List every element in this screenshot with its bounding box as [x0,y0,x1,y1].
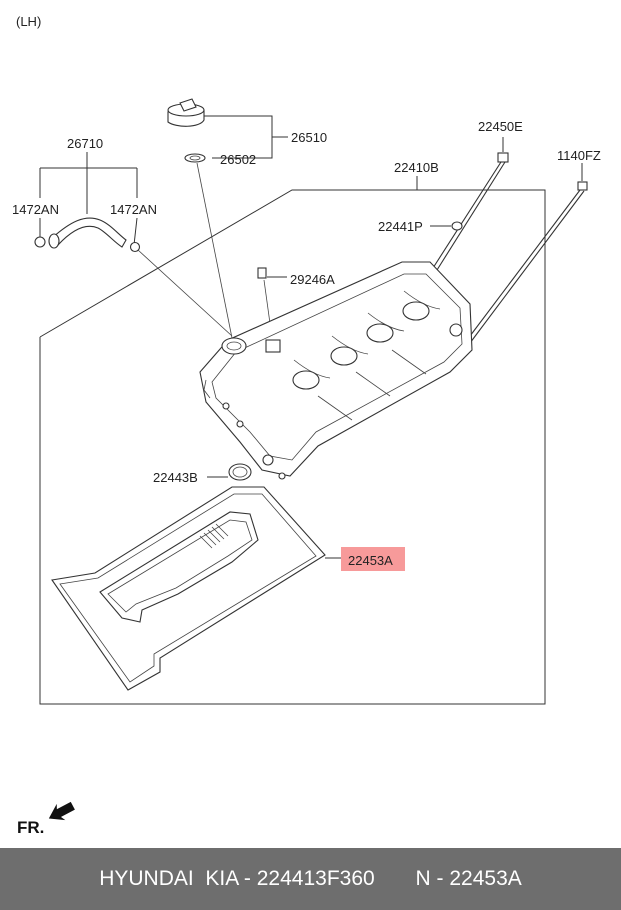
seal-22443b [207,463,252,481]
oil-filler-cap [167,98,233,339]
label-26502: 26502 [220,152,256,167]
hose-clamp-left [34,236,46,248]
label-22443b: 22443B [153,470,198,485]
bolt-22450e [432,137,509,271]
front-arrow-icon [48,801,75,821]
gasket-22453a [51,486,341,691]
label-22450e: 22450E [478,119,523,134]
label-29246a: 29246A [290,272,335,287]
assembly-frame [39,189,546,705]
label-22410b: 22410B [394,160,439,175]
bolt-1140fz [466,163,588,344]
label-26710: 26710 [67,136,103,151]
label-22441p: 22441P [378,219,423,234]
hose-callout-26710 [39,152,138,246]
breather-hose [34,217,233,337]
label-1472an-right: 1472AN [110,202,157,217]
hose-clamp-right [129,241,141,253]
label-22453a: 22453A [348,553,393,568]
label-1472an-left: 1472AN [12,202,59,217]
cylinder-head-cover [199,261,473,480]
label-26510: 26510 [291,130,327,145]
footer-brand-part-number: HYUNDAI KIA - 224413F360 [99,867,375,890]
parts-diagram: (LH) 26710 1472AN 1472AN 26510 26502 224… [12,14,601,837]
gasket-bolt-pattern [199,523,229,549]
footer-bar: HYUNDAI KIA - 224413F360 N - 22453A [0,848,621,910]
washer-22441p [430,221,463,231]
filler-neck [221,337,247,355]
highlight-22453a [341,547,405,571]
view-label: (LH) [16,14,41,29]
footer-part-reference: N - 22453A [415,867,522,890]
front-label: FR. [17,818,44,837]
label-1140fz: 1140FZ [557,148,601,163]
